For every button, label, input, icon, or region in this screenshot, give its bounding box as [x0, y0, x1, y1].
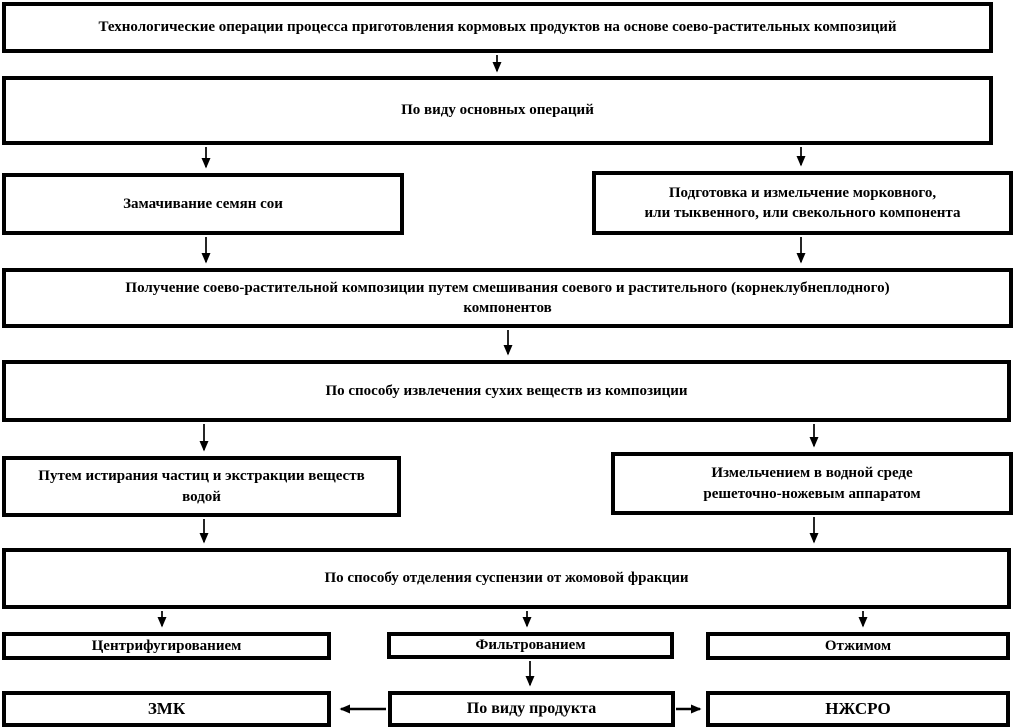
node-centrifugation: Центрифугированием — [2, 632, 331, 660]
node-abrasion: Путем истирания частиц и экстракции веще… — [2, 456, 401, 517]
node-wet-grinding-label: Измельчением в водной среде решеточно-но… — [703, 465, 921, 502]
node-title-label: Технологические операции процесса пригот… — [98, 19, 897, 36]
node-prep-grinding: Подготовка и измельчение морковного, или… — [592, 171, 1013, 235]
node-composition-label: Получение соево-растительной композиции … — [125, 279, 890, 316]
node-title: Технологические операции процесса пригот… — [2, 2, 993, 53]
node-zmk-label: ЗМК — [147, 698, 186, 718]
node-product-type: По виду продукта — [388, 691, 675, 727]
node-prep-grinding-label: Подготовка и измельчение морковного, или… — [644, 184, 961, 221]
node-filtration-label: Фильтрованием — [475, 637, 586, 654]
node-nzhsro-label: НЖСРО — [825, 698, 891, 718]
node-nzhsro: НЖСРО — [706, 691, 1010, 727]
node-abrasion-label: Путем истирания частиц и экстракции веще… — [38, 468, 365, 505]
node-soaking: Замачивание семян сои — [2, 173, 404, 235]
node-pressing-label: Отжимом — [824, 637, 892, 654]
node-pressing: Отжимом — [706, 632, 1010, 660]
node-separation-method-label: По способу отделения суспензии от жомово… — [324, 570, 689, 587]
node-wet-grinding: Измельчением в водной среде решеточно-но… — [611, 452, 1013, 515]
node-extraction-method-label: По способу извлечения сухих веществ из к… — [325, 382, 688, 399]
node-main-operations: По виду основных операций — [2, 76, 993, 145]
node-separation-method: По способу отделения суспензии от жомово… — [2, 548, 1011, 609]
node-extraction-method: По способу извлечения сухих веществ из к… — [2, 360, 1011, 422]
node-main-operations-label: По виду основных операций — [401, 102, 594, 119]
node-soaking-label: Замачивание семян сои — [123, 195, 283, 212]
node-product-type-label: По виду продукта — [466, 700, 597, 718]
node-filtration: Фильтрованием — [387, 632, 674, 659]
node-zmk: ЗМК — [2, 691, 331, 727]
node-composition: Получение соево-растительной композиции … — [2, 268, 1013, 328]
node-centrifugation-label: Центрифугированием — [91, 637, 242, 654]
